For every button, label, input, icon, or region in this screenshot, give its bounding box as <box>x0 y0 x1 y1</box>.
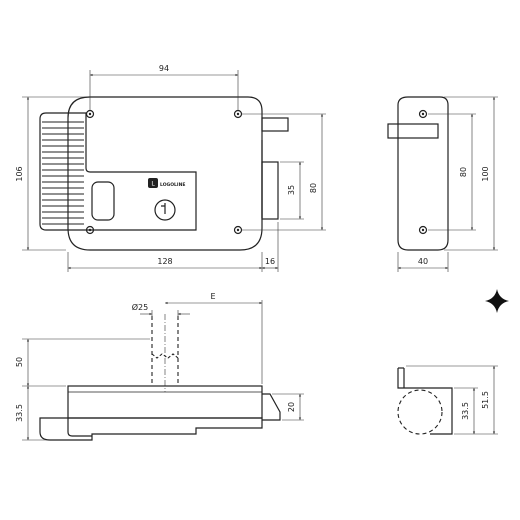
svg-text:L: L <box>151 181 155 188</box>
dim-e-label: E <box>210 292 215 301</box>
mounting-holes <box>85 109 243 235</box>
sparkle-star-icon <box>485 289 509 313</box>
bottom-side-view: 33.5 51.5 <box>397 365 498 435</box>
lock-case <box>67 96 263 251</box>
handle-recess <box>39 112 197 231</box>
side-dim-51-5-label: 51.5 <box>481 391 490 409</box>
dim-diameter-label: Ø25 <box>132 302 148 312</box>
bottom-base-plate <box>39 417 263 441</box>
side-view: 80 100 40 <box>387 96 498 272</box>
bottom-latch <box>262 393 281 421</box>
side-dim-40-label: 40 <box>418 257 428 266</box>
dim-33-5-label: 33.5 <box>15 404 24 422</box>
front-view: L LOGOLINE 94 106 128 16 <box>15 64 326 272</box>
dim-50-label: 50 <box>15 357 24 367</box>
bottom-case <box>67 385 263 419</box>
brand-logo-icon <box>148 178 158 188</box>
dead-bolt <box>261 161 279 220</box>
handle-ribs <box>42 121 84 225</box>
bottom-side-bracket <box>397 368 453 435</box>
bottom-side-cylinder <box>397 389 443 435</box>
dim-106-label: 106 <box>15 166 24 181</box>
dim-20-label: 20 <box>287 402 296 412</box>
side-body <box>397 96 449 251</box>
brand-logo-text: LOGOLINE <box>160 182 185 188</box>
latch-bolt <box>261 117 289 132</box>
dim-80-label: 80 <box>309 183 318 193</box>
dim-16-label: 16 <box>265 257 275 266</box>
dim-94-label: 94 <box>159 64 169 73</box>
side-dim-100-label: 100 <box>481 166 490 181</box>
dim-128-label: 128 <box>157 257 172 266</box>
release-button <box>91 181 115 221</box>
key-cylinder <box>154 199 176 221</box>
dim-35-label: 35 <box>287 185 296 195</box>
bottom-view: Ø25 E 50 33.5 20 <box>15 292 304 441</box>
side-dim-80-label: 80 <box>459 167 468 177</box>
side-dim-33-5-label: 33.5 <box>461 402 470 420</box>
side-bolt <box>387 123 439 139</box>
